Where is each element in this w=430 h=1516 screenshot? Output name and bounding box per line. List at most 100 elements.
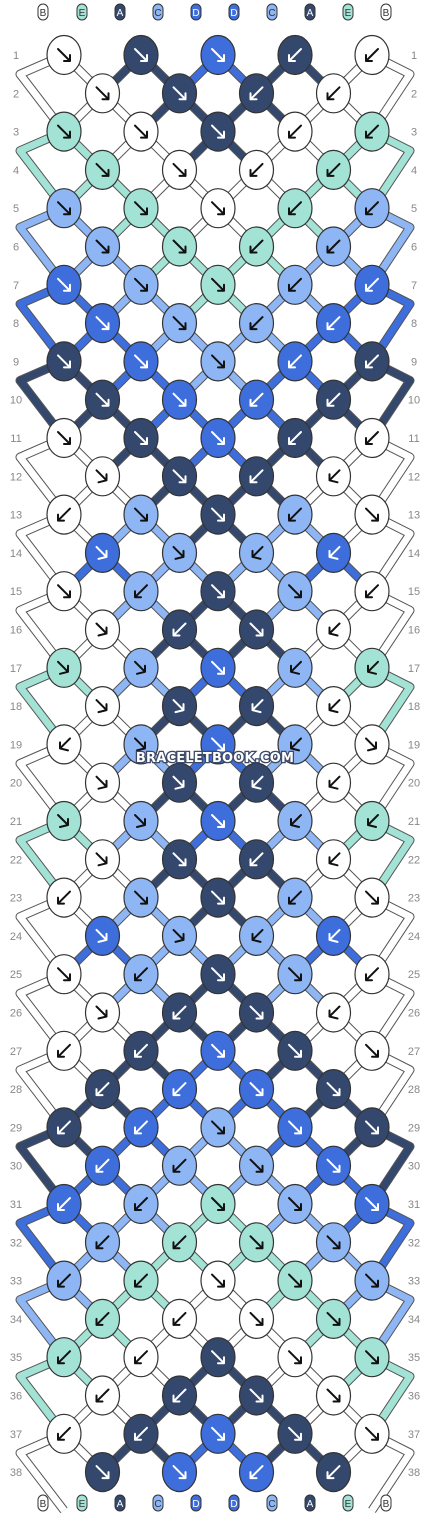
- knot: [123, 1337, 159, 1378]
- knot: [161, 73, 198, 114]
- string-end: [152, 3, 164, 21]
- knot: [46, 111, 82, 152]
- knot: [161, 685, 198, 727]
- knot: [200, 571, 236, 612]
- knot-arrow-icon: [95, 1082, 110, 1097]
- knot-arrow-icon: [326, 1388, 341, 1403]
- knot: [354, 1413, 390, 1454]
- knot: [161, 303, 198, 344]
- knot-arrow-icon: [172, 392, 187, 407]
- string-end: [190, 3, 202, 21]
- knot-arrow-icon: [172, 545, 185, 560]
- knot: [277, 1337, 313, 1378]
- knot-arrow-icon: [134, 1426, 148, 1441]
- knot-arrow-icon: [365, 967, 379, 982]
- knot: [84, 915, 121, 957]
- knot-arrow-icon: [211, 584, 225, 599]
- knot: [354, 494, 390, 535]
- knot: [277, 877, 313, 918]
- string-label: D: [192, 8, 199, 19]
- knot: [123, 1183, 159, 1225]
- row-number: 20: [10, 778, 22, 790]
- row-number: 31: [10, 1199, 22, 1211]
- knot-arrow-icon: [288, 1120, 302, 1135]
- knot-arrow-icon: [95, 1158, 110, 1173]
- row-number: 36: [408, 1391, 420, 1403]
- knot-arrow-icon: [211, 1197, 225, 1211]
- knot: [161, 1375, 198, 1416]
- knot: [161, 839, 198, 880]
- knot-arrow-icon: [249, 1158, 264, 1173]
- row-number: 34: [10, 1314, 22, 1326]
- string-label: B: [40, 1499, 47, 1510]
- row-number: 25: [408, 969, 420, 981]
- row-number: 11: [408, 433, 419, 445]
- row-number: 23: [10, 893, 22, 905]
- knot: [200, 1183, 236, 1225]
- knot-arrow-icon: [57, 201, 71, 216]
- knot-arrow-icon: [172, 852, 187, 867]
- knot: [123, 494, 159, 535]
- knot-arrow-icon: [251, 699, 264, 714]
- knot: [84, 1222, 121, 1263]
- string-label: C: [154, 1499, 161, 1510]
- knot-arrow-icon: [365, 431, 379, 445]
- knot: [46, 1337, 82, 1378]
- knot-arrow-icon: [288, 584, 302, 599]
- knot-arrow-icon: [211, 124, 225, 139]
- row-number: 11: [10, 433, 21, 445]
- knot-arrow-icon: [134, 584, 148, 599]
- string-label: D: [192, 1499, 199, 1510]
- knot-arrow-icon: [249, 1465, 264, 1480]
- knot-arrow-icon: [288, 431, 302, 445]
- row-number: 29: [408, 1122, 420, 1134]
- knot: [123, 264, 159, 305]
- knot-arrow-icon: [95, 928, 108, 943]
- string-end: [304, 1494, 316, 1512]
- knot: [46, 1030, 82, 1071]
- knot-arrow-icon: [211, 277, 225, 292]
- knot: [238, 1145, 275, 1186]
- row-number: 7: [13, 280, 19, 292]
- knot-arrow-icon: [288, 507, 302, 522]
- knot-arrow-icon: [134, 201, 148, 216]
- row-number: 20: [408, 778, 420, 790]
- knot: [46, 1107, 82, 1148]
- knot: [238, 1375, 275, 1416]
- knot: [354, 571, 390, 612]
- knot: [46, 954, 82, 995]
- knot-arrow-icon: [134, 1350, 148, 1365]
- knot: [200, 1337, 236, 1378]
- knot-grid: [46, 34, 390, 1493]
- knot-arrow-icon: [134, 890, 148, 905]
- knot: [46, 647, 82, 688]
- knot-arrow-icon: [57, 431, 71, 445]
- row-number: 32: [408, 1237, 420, 1249]
- knot: [354, 1030, 390, 1071]
- knot-arrow-icon: [134, 277, 148, 292]
- knot-arrow-icon: [134, 124, 148, 139]
- knot-arrow-icon: [365, 1120, 379, 1135]
- knot-arrow-icon: [57, 507, 71, 522]
- knot: [161, 1298, 198, 1340]
- knot: [315, 1451, 352, 1493]
- row-number: 25: [10, 969, 22, 981]
- knot-arrow-icon: [134, 1197, 148, 1211]
- knot-arrow-icon: [57, 124, 71, 139]
- knot-arrow-icon: [365, 1043, 379, 1058]
- knot: [315, 609, 352, 650]
- row-number: 4: [411, 165, 417, 177]
- knot-arrow-icon: [134, 1043, 148, 1058]
- knot-arrow-icon: [328, 699, 341, 714]
- knot-arrow-icon: [95, 622, 108, 637]
- knot-arrow-icon: [95, 1005, 108, 1020]
- knot-arrow-icon: [326, 392, 341, 407]
- knot: [315, 456, 352, 497]
- knot-arrow-icon: [172, 1388, 187, 1403]
- knot: [84, 379, 121, 420]
- knot-arrow-icon: [365, 507, 379, 522]
- row-number: 34: [408, 1314, 420, 1326]
- knot-arrow-icon: [57, 584, 71, 599]
